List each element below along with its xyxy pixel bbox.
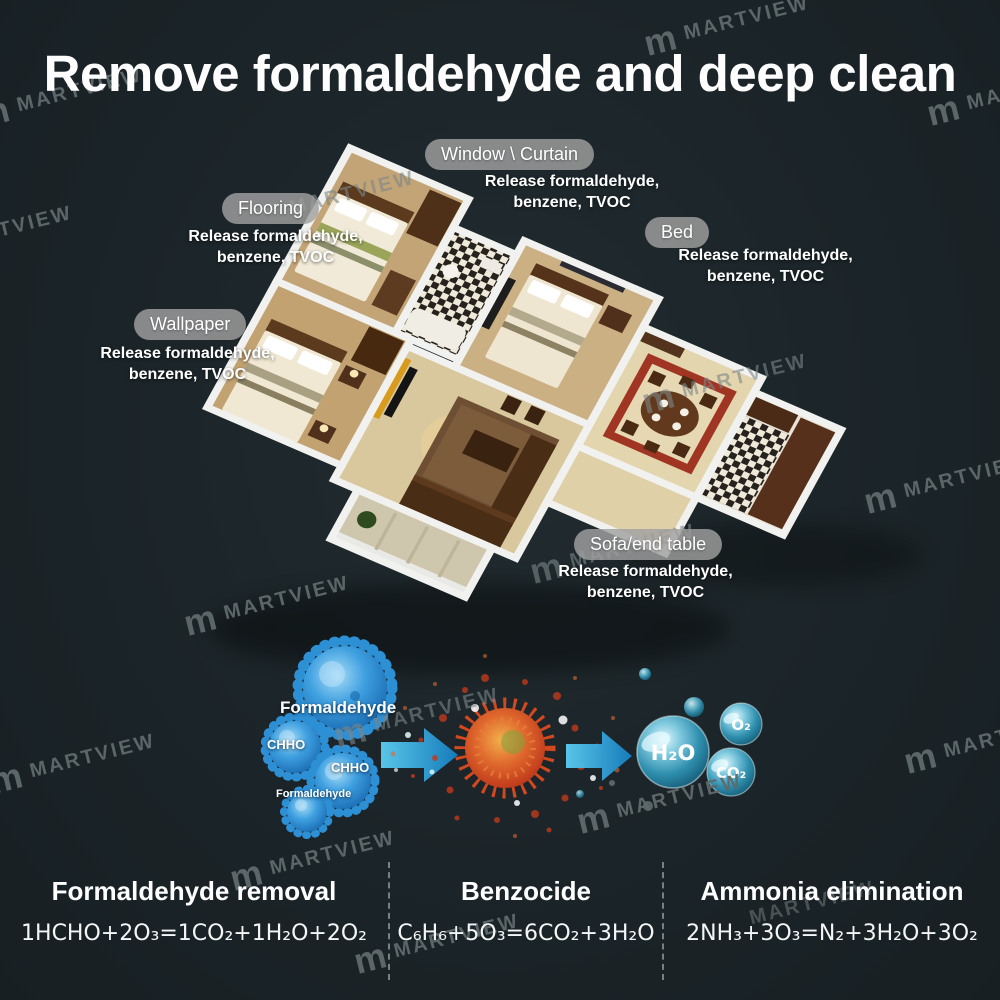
result-bubbles: H₂O O₂ CO₂: [576, 668, 763, 811]
chemistry-panels: Formaldehyde removal 1HCHO+2O₃=1CO₂+1H₂O…: [0, 862, 1000, 980]
dining-room-furniture: [602, 329, 737, 475]
panel-heading: Formaldehyde removal: [51, 876, 337, 906]
callout-pill: Window \ Curtain: [425, 139, 595, 170]
virus-particle: [390, 654, 620, 838]
kitchen-furniture: [744, 395, 836, 530]
callout-window-curtain: Window \ Curtain: [425, 139, 595, 170]
callout-window-curtain-desc: Release formaldehyde, benzene, TVOC: [452, 172, 692, 214]
desc-line: benzene, TVOC: [216, 248, 335, 266]
formaldehyde-molecules: [260, 635, 398, 839]
martview-logo-icon: m: [859, 474, 901, 522]
panel-formula: 1HCHO+2O₃=1CO₂+1H₂O+2O₂: [21, 921, 367, 946]
bubble-co2: CO₂: [706, 747, 756, 797]
martview-logo-icon: m: [329, 708, 371, 756]
panel-formula: C₆H₆+5O₃=6CO₂+3H₂O: [397, 921, 655, 946]
callout-bed: Bed: [645, 217, 710, 248]
bedroom-left-furniture: [222, 318, 405, 445]
panel-ammonia-elimination: Ammonia elimination 2NH₃+3O₃=N₂+3H₂O+3O₂: [662, 862, 1000, 980]
panel-benzocide: Benzocide C₆H₆+5O₃=6CO₂+3H₂O: [388, 862, 662, 980]
molecule-label-formaldehyde: Formaldehyde: [280, 698, 397, 717]
callout-sofa: Sofa/end table: [574, 529, 723, 560]
bedroom-middle-furniture: [481, 259, 633, 388]
bubble-h2o: H₂O: [636, 715, 710, 789]
desc-line: benzene, TVOC: [128, 365, 247, 383]
bathroom-fixtures: [405, 256, 504, 350]
living-room-furniture: [371, 356, 560, 548]
balcony: [332, 511, 470, 595]
desc-line: Release formaldehyde,: [188, 228, 363, 245]
desc-line: benzene, TVOC: [586, 583, 705, 601]
panel-formula: 2NH₃+3O₃=N₂+3H₂O+3O₂: [686, 921, 978, 946]
martview-logo-icon: m: [0, 754, 27, 802]
panel-heading: Benzocide: [460, 876, 592, 906]
desc-line: benzene, TVOC: [513, 193, 631, 211]
callout-pill: Wallpaper: [134, 309, 247, 340]
molecule-label-chho: CHHO: [267, 737, 306, 752]
callout-pill: Sofa/end table: [574, 529, 723, 560]
svg-text:H₂O: H₂O: [651, 741, 696, 765]
callout-pill: Flooring: [222, 193, 320, 224]
molecule-label-formaldehyde-small: Formaldehyde: [276, 788, 352, 800]
callout-sofa-desc: Release formaldehyde, benzene, TVOC: [533, 562, 758, 604]
molecule-label-chho: CHHO: [331, 760, 370, 775]
desc-line: Release formaldehyde,: [100, 345, 275, 362]
martview-logo-icon: m: [179, 596, 221, 644]
callout-pill: Bed: [645, 217, 710, 248]
panel-formaldehyde-removal: Formaldehyde removal 1HCHO+2O₃=1CO₂+1H₂O…: [0, 862, 388, 980]
desc-line: Release formaldehyde,: [484, 173, 660, 190]
callout-flooring-desc: Release formaldehyde, benzene, TVOC: [158, 227, 393, 269]
desc-line: benzene, TVOC: [706, 267, 825, 285]
desc-line: Release formaldehyde,: [558, 563, 733, 580]
bubble-o2: O₂: [719, 702, 763, 746]
arrow-left: [381, 728, 458, 782]
page-title: Remove formaldehyde and deep clean: [43, 45, 957, 102]
floor-plan: [201, 143, 847, 602]
desc-line: Release formaldehyde,: [678, 247, 853, 264]
martview-logo-icon: m: [637, 374, 679, 422]
callout-flooring: Flooring: [222, 193, 320, 224]
martview-logo-icon: m: [572, 794, 614, 842]
bedroom-top-furniture: [294, 181, 462, 316]
callout-wallpaper-desc: Release formaldehyde, benzene, TVOC: [70, 344, 305, 386]
svg-text:CO₂: CO₂: [716, 764, 746, 782]
callout-wallpaper: Wallpaper: [134, 309, 247, 340]
panel-heading: Ammonia elimination: [700, 876, 964, 906]
martview-logo-icon: m: [899, 734, 941, 782]
callout-bed-desc: Release formaldehyde, benzene, TVOC: [653, 246, 878, 288]
svg-text:O₂: O₂: [731, 716, 750, 734]
arrow-right: [566, 731, 632, 781]
